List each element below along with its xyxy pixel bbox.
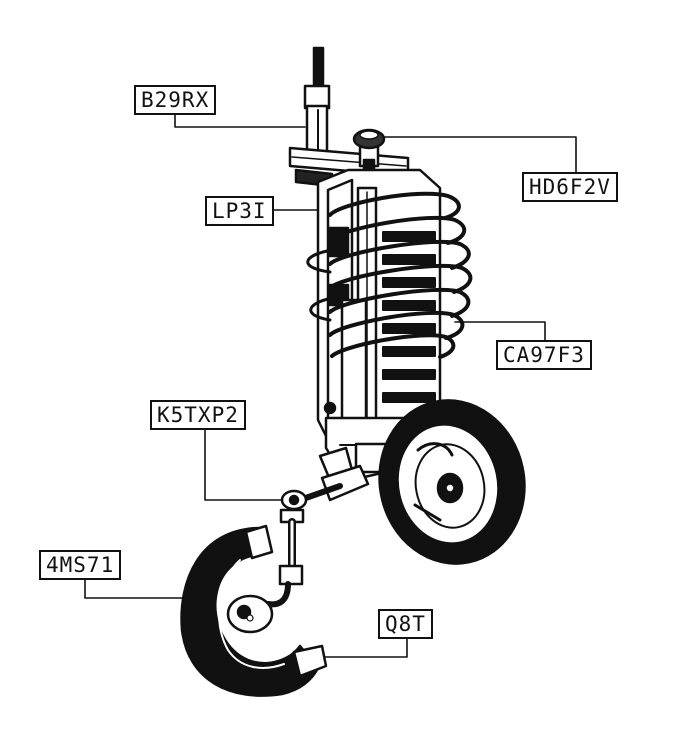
leader-lines — [84, 111, 577, 658]
right-wheel — [378, 399, 526, 565]
upper-rod — [303, 46, 331, 163]
coil-spring — [306, 191, 473, 359]
callout-ca97f3: CA97F3 — [496, 340, 592, 370]
callout-q8t: Q8T — [378, 609, 433, 639]
callout-k5txp2: K5TXP2 — [150, 400, 246, 430]
callout-b29rx: B29RX — [134, 85, 217, 115]
callout-hd6f2v: HD6F2V — [522, 172, 618, 202]
callout-4ms71: 4MS71 — [39, 550, 122, 580]
callout-lp3i: LP3I — [205, 196, 274, 226]
tie-rod — [265, 446, 370, 608]
left-wheel-cutaway — [180, 524, 328, 697]
strut-body — [316, 168, 442, 452]
